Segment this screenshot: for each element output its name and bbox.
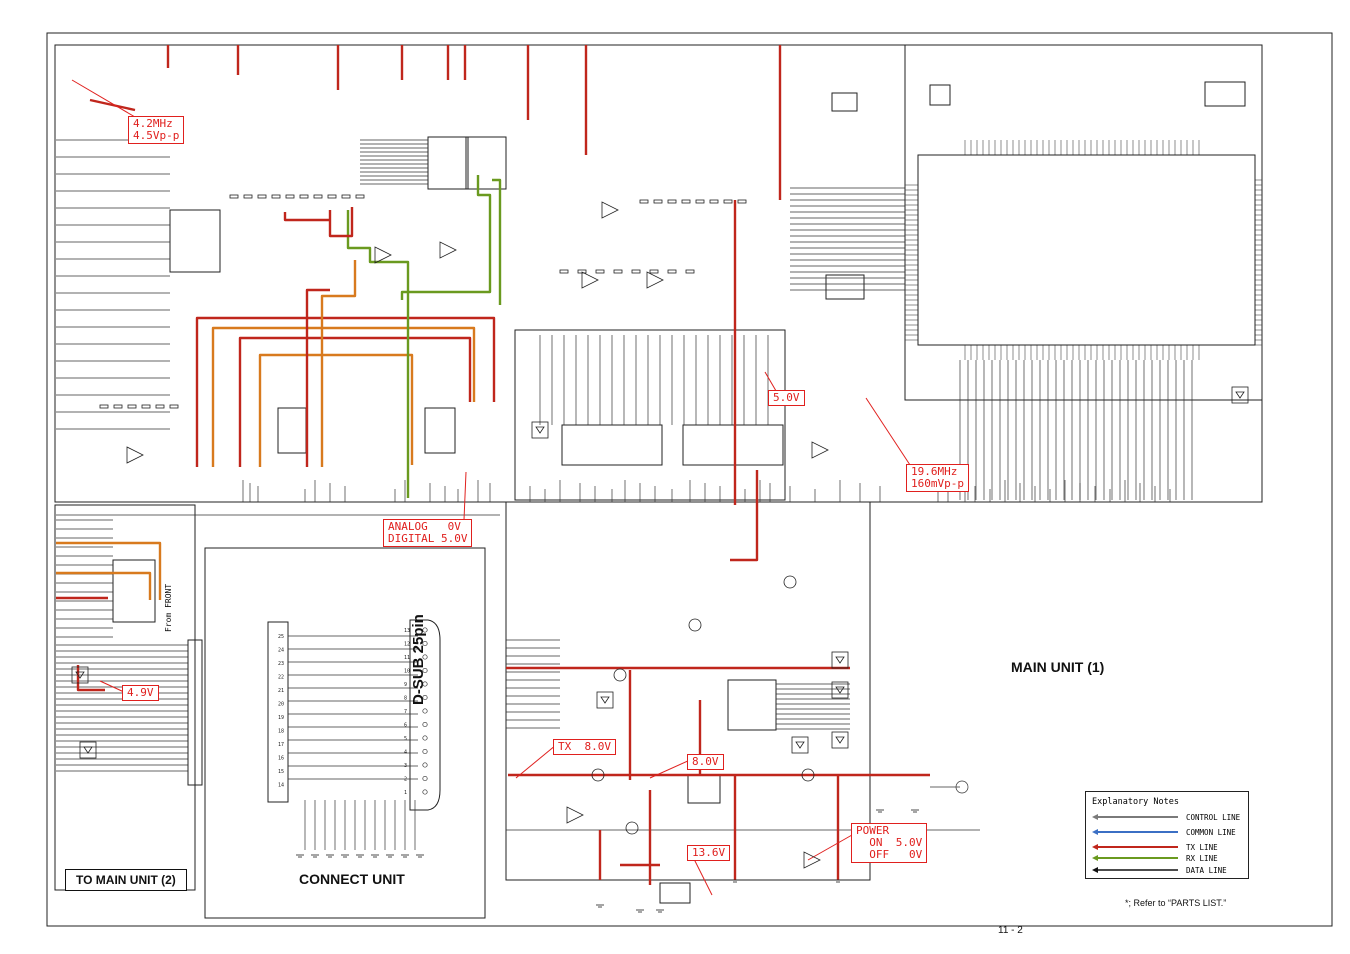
ic9 bbox=[727, 679, 777, 731]
dsub-pin-left-18: 18 bbox=[278, 729, 284, 735]
dsub-pin-left-23: 23 bbox=[278, 661, 284, 667]
dsub-pin-right-10: 10 bbox=[404, 669, 410, 675]
parts-list-note: *; Refer to “PARTS LIST.” bbox=[1125, 898, 1227, 908]
dsub-pin-left-22: 22 bbox=[278, 675, 284, 681]
ic15 bbox=[659, 882, 691, 904]
callout-4-9v: 4.9V bbox=[122, 685, 159, 701]
dsub-pin-left-25: 25 bbox=[278, 634, 284, 640]
dsub-pin-right-1: 1 bbox=[404, 790, 407, 796]
dsub-pin-right-11: 11 bbox=[404, 655, 410, 661]
dsub-pin-left-21: 21 bbox=[278, 688, 284, 694]
dsp-frame bbox=[514, 329, 786, 501]
ic4 bbox=[277, 407, 307, 454]
lower-board-frame bbox=[500, 501, 871, 881]
dsub-pin-right-12: 12 bbox=[404, 642, 410, 648]
dsub-pin-left-19: 19 bbox=[278, 715, 284, 721]
dsub-pin-left-14: 14 bbox=[278, 783, 284, 789]
to-main-unit-2-label: TO MAIN UNIT (2) bbox=[65, 869, 187, 891]
control-line-arrow-icon bbox=[1092, 814, 1178, 820]
callout-tx-8v: TX 8.0V bbox=[553, 739, 616, 755]
callout-osc-19-6mhz: 19.6MHz 160mVp-p bbox=[906, 464, 969, 492]
dsub-pin-right-7: 7 bbox=[404, 709, 407, 715]
notes-row-tx: TX LINE bbox=[1090, 842, 1240, 852]
callout-5v: 5.0V bbox=[768, 390, 805, 406]
callout-13-6v: 13.6V bbox=[687, 845, 731, 861]
rx-line-arrow-icon bbox=[1092, 855, 1178, 861]
dsub-pin-right-2: 2 bbox=[404, 777, 407, 783]
dsub-pin-left-16: 16 bbox=[278, 756, 284, 762]
dsub-pin-right-13: 13 bbox=[404, 628, 410, 634]
callout-8v: 8.0V bbox=[687, 754, 724, 770]
ic1 bbox=[427, 136, 469, 190]
data-line-arrow-icon bbox=[1092, 867, 1178, 873]
ic12 bbox=[929, 84, 951, 106]
main-unit-1-label: MAIN UNIT (1) bbox=[1011, 659, 1105, 675]
notes-title: Explanatory Notes bbox=[1092, 797, 1179, 807]
dsub-25pin-label: D-SUB 25pin bbox=[410, 614, 427, 705]
dsub-pin-right-9: 9 bbox=[404, 682, 407, 688]
dsub-pin-left-20: 20 bbox=[278, 702, 284, 708]
dsub-pin-left-24: 24 bbox=[278, 648, 284, 654]
page-number: 11 - 2 bbox=[998, 925, 1023, 936]
ic13 bbox=[831, 92, 858, 112]
notes-row-common: COMMON LINE bbox=[1090, 827, 1240, 837]
notes-row-control: CONTROL LINE bbox=[1090, 812, 1240, 822]
notes-label-data: DATA LINE bbox=[1186, 866, 1227, 875]
dsub-pin-left-17: 17 bbox=[278, 742, 284, 748]
common-line-arrow-icon bbox=[1092, 829, 1178, 835]
dsub-pin-right-5: 5 bbox=[404, 736, 407, 742]
cpu-frame bbox=[904, 44, 1263, 401]
dsub-pin-right-6: 6 bbox=[404, 723, 407, 729]
ic10 bbox=[825, 274, 865, 300]
ic14 bbox=[687, 774, 721, 804]
ic3 bbox=[169, 209, 221, 273]
notes-row-data: DATA LINE bbox=[1090, 865, 1240, 875]
notes-label-common: COMMON LINE bbox=[1186, 828, 1236, 837]
callout-power: POWER ON 5.0V OFF 0V bbox=[851, 823, 928, 863]
ic2 bbox=[465, 136, 507, 190]
notes-row-rx: RX LINE bbox=[1090, 853, 1240, 863]
ic11 bbox=[1204, 81, 1246, 107]
dsub-pin-right-8: 8 bbox=[404, 696, 407, 702]
notes-label-control: CONTROL LINE bbox=[1186, 813, 1241, 822]
dsub-pin-left-15: 15 bbox=[278, 769, 284, 775]
connect-unit-label: CONNECT UNIT bbox=[299, 871, 405, 887]
ic7 bbox=[561, 424, 663, 466]
dsub-pin-right-3: 3 bbox=[404, 763, 407, 769]
notes-label-tx: TX LINE bbox=[1186, 843, 1218, 852]
callout-osc-4-2mhz: 4.2MHz 4.5Vp-p bbox=[128, 116, 185, 144]
callout-analog-digital: ANALOG 0V DIGITAL 5.0V bbox=[383, 519, 473, 547]
top-board-frame bbox=[54, 44, 1263, 503]
connect-unit-frame bbox=[204, 547, 486, 919]
dsub-pin-right-4: 4 bbox=[404, 750, 407, 756]
notes-label-rx: RX LINE bbox=[1186, 854, 1218, 863]
ic6 bbox=[112, 559, 156, 623]
explanatory-notes: Explanatory Notes CONTROL LINE COMMON LI… bbox=[1085, 791, 1249, 879]
from-front-label: From FRONT bbox=[164, 583, 173, 632]
page-frame bbox=[46, 32, 1333, 927]
ic8 bbox=[682, 424, 784, 466]
tx-line-arrow-icon bbox=[1092, 844, 1178, 850]
ic5 bbox=[424, 407, 456, 454]
